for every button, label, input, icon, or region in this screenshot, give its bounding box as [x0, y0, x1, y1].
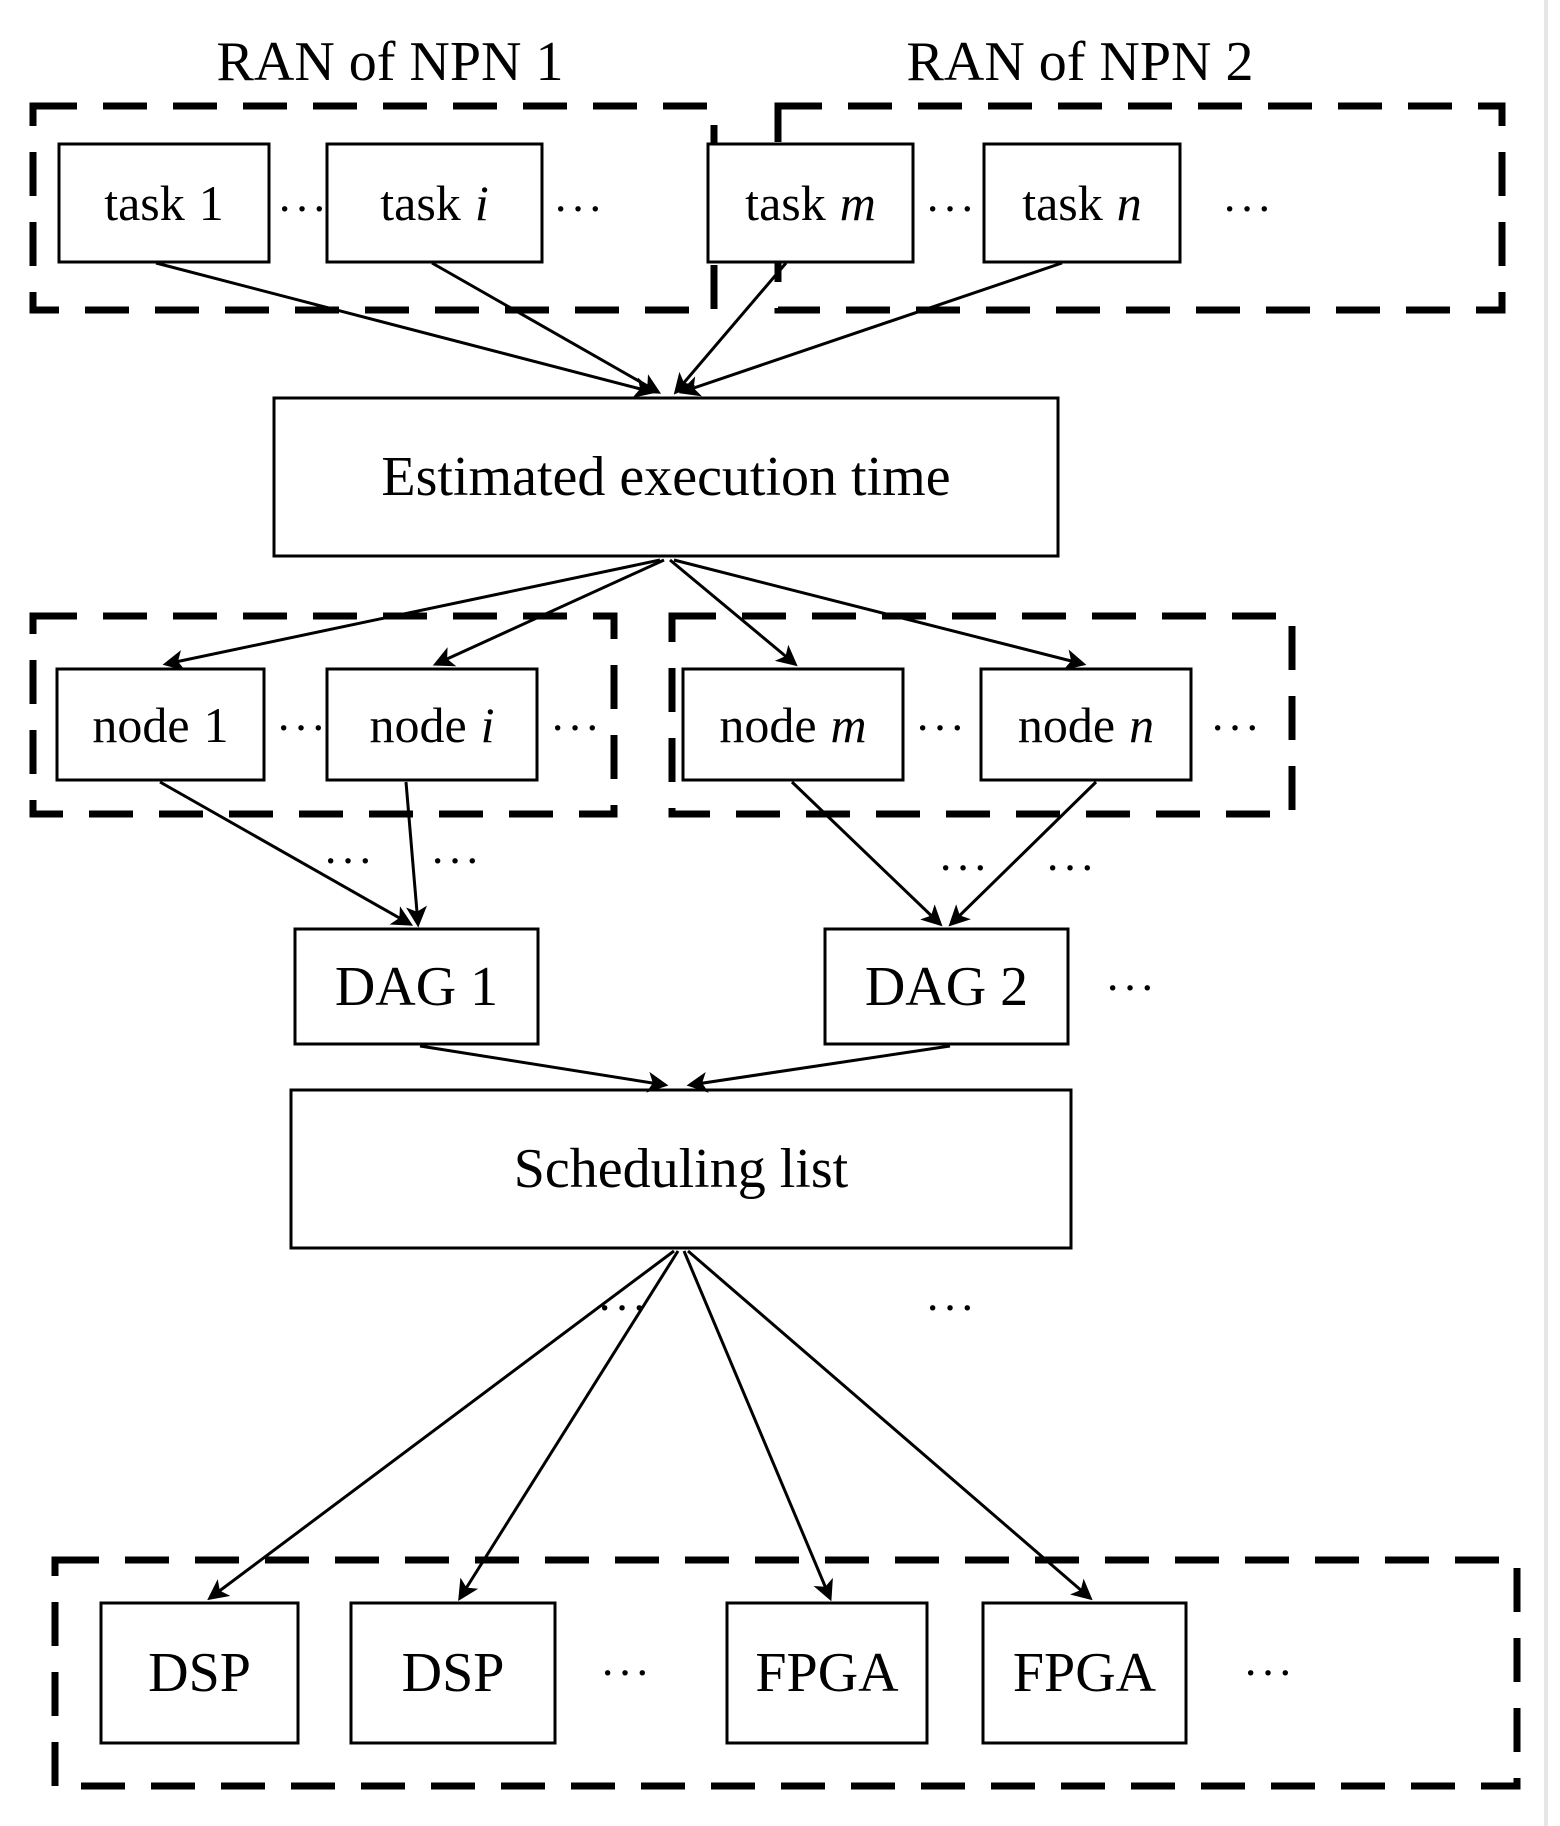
ellipsis-dag-row-end: ···	[1105, 962, 1157, 1013]
edge-dag2-to-sched	[686, 1044, 951, 1093]
edge-sched-to-fpga1	[682, 1250, 833, 1602]
edge-eet-to-nodem	[669, 558, 798, 667]
task-1-label-wrap: task 1	[59, 144, 269, 262]
ran1-title: RAN of NPN 1	[216, 31, 564, 93]
edge-sched-to-fpga2	[687, 1249, 1093, 1601]
scheduling-list-label-wrap: Scheduling list	[291, 1090, 1071, 1248]
node-m-suffix: m	[830, 696, 867, 753]
edge-eet-to-nodei	[432, 558, 665, 667]
node-m-prefix: node	[719, 696, 817, 753]
dag-2-box[interactable]	[823, 927, 1070, 1046]
task-1-box[interactable]	[57, 142, 271, 264]
ellipsis-task-row-2-middle: ···	[925, 183, 977, 234]
hw-dsp-1-box[interactable]	[99, 1601, 300, 1745]
dag-1-label: DAG 1	[334, 955, 499, 1018]
edge-task1-to-eet	[155, 261, 656, 398]
edge-taskm-to-eet	[673, 262, 788, 395]
node-n-box[interactable]	[979, 667, 1193, 782]
node-1-label-wrap: node 1	[57, 669, 264, 780]
task-1-suffix: 1	[198, 175, 224, 231]
estimated-execution-time-box[interactable]	[272, 396, 1060, 558]
scheduling-list-label: Scheduling list	[513, 1138, 849, 1200]
edge-eet-to-node1	[162, 558, 661, 671]
task-i-box[interactable]	[325, 142, 544, 264]
task-m-label-wrap: task m	[708, 144, 913, 262]
node-i-label-wrap: node i	[327, 669, 537, 780]
hardware-dashed-container	[51, 1556, 1521, 1790]
hw-fpga-1-label-wrap: FPGA	[727, 1603, 927, 1743]
hw-fpga-2-label: FPGA	[1012, 1642, 1157, 1704]
hw-fpga-2-label-wrap: FPGA	[983, 1603, 1186, 1743]
ellipsis-node-row-2-middle: ···	[915, 702, 967, 753]
ellipsis-task-row-1-middle: ···	[277, 183, 329, 234]
ellipsis-hw-row-end: ···	[1243, 1647, 1295, 1698]
node-group-2-dashed-container	[668, 612, 1296, 818]
task-i-prefix: task	[380, 175, 461, 231]
task-n-prefix: task	[1022, 175, 1103, 231]
scheduling-list-box[interactable]	[289, 1088, 1073, 1250]
hw-dsp-1-label-wrap: DSP	[101, 1603, 298, 1743]
task-i-label-wrap: task i	[327, 144, 542, 262]
ellipsis-node-row-2-end: ···	[1210, 702, 1262, 753]
hw-dsp-2-label: DSP	[401, 1642, 505, 1704]
edge-sched-to-dsp1	[207, 1249, 675, 1601]
ran2-title: RAN of NPN 2	[906, 31, 1254, 93]
hw-dsp-2-label-wrap: DSP	[351, 1603, 555, 1743]
edge-taskn-to-eet	[678, 261, 1063, 397]
edge-nodei-to-dag1	[404, 781, 427, 928]
task-n-suffix: n	[1116, 175, 1142, 231]
node-1-box[interactable]	[55, 667, 266, 782]
hw-fpga-1-box[interactable]	[725, 1601, 929, 1745]
edge-node1-to-dag1	[159, 780, 414, 926]
edge-noden-to-dag2	[948, 780, 1098, 927]
ellipsis-task-row-2-end: ···	[1222, 183, 1274, 234]
dag-1-box[interactable]	[293, 927, 540, 1046]
task-i-suffix: i	[474, 175, 489, 231]
ellipsis-task-row-1-end: ···	[553, 183, 605, 234]
ellipsis-sched-to-hw-a: ···	[597, 1282, 649, 1333]
hw-fpga-2-box[interactable]	[981, 1601, 1188, 1745]
task-n-label-wrap: task n	[984, 144, 1180, 262]
edge-nodem-to-dag2	[790, 780, 943, 927]
dag-2-label: DAG 2	[864, 955, 1029, 1018]
ellipsis-node-to-dag-right-b: ···	[1045, 842, 1097, 893]
edge-dag1-to-sched	[419, 1044, 669, 1093]
edge-sched-to-dsp2	[458, 1250, 680, 1601]
task-m-prefix: task	[745, 175, 826, 231]
dag-2-label-wrap: DAG 2	[825, 929, 1068, 1044]
node-1-suffix: 1	[203, 696, 229, 753]
node-n-suffix: n	[1129, 696, 1155, 753]
task-1-prefix: task	[104, 175, 185, 231]
node-m-box[interactable]	[681, 667, 905, 782]
estimated-execution-time-label: Estimated execution time	[381, 446, 951, 508]
ellipsis-sched-to-hw-b: ···	[925, 1282, 977, 1333]
ellipsis-node-row-1-middle: ···	[276, 702, 328, 753]
task-m-box[interactable]	[706, 142, 915, 264]
edge-eet-to-noden	[673, 558, 1087, 670]
node-m-label-wrap: node m	[683, 669, 903, 780]
node-i-suffix: i	[480, 696, 495, 753]
edge-taski-to-eet	[431, 261, 662, 394]
node-n-label-wrap: node n	[981, 669, 1191, 780]
ellipsis-node-to-dag-right-a: ···	[938, 842, 990, 893]
ellipsis-hw-row-middle: ···	[600, 1647, 652, 1698]
hw-dsp-2-box[interactable]	[349, 1601, 557, 1745]
estimated-execution-time-label-wrap: Estimated execution time	[274, 398, 1058, 556]
hw-dsp-1-label: DSP	[148, 1642, 251, 1704]
node-group-1-dashed-container	[29, 612, 618, 818]
node-1-prefix: node	[92, 696, 190, 753]
ellipsis-node-to-dag-left-a: ···	[323, 835, 375, 886]
ellipsis-node-to-dag-left-b: ···	[430, 835, 482, 886]
dag-1-label-wrap: DAG 1	[295, 929, 538, 1044]
ellipsis-node-row-1-end: ···	[550, 702, 602, 753]
node-n-prefix: node	[1017, 696, 1116, 753]
task-n-box[interactable]	[982, 142, 1182, 264]
hw-fpga-1-label: FPGA	[755, 1642, 899, 1704]
task-m-suffix: m	[839, 175, 876, 231]
node-i-box[interactable]	[325, 667, 539, 782]
node-i-prefix: node	[369, 696, 467, 753]
